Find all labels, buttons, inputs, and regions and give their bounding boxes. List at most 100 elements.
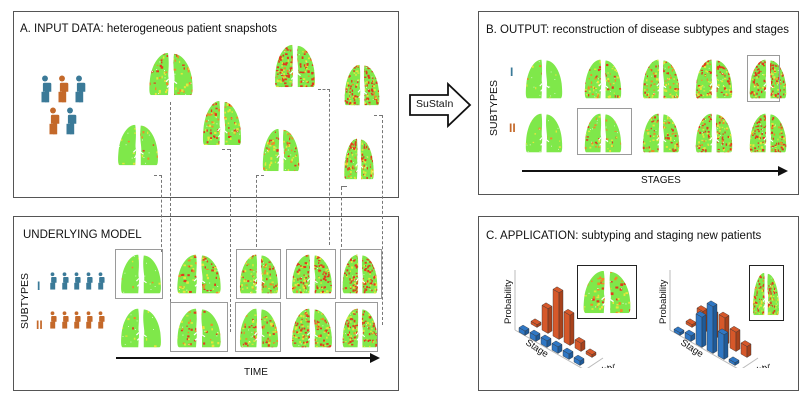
bar-subtype-II <box>740 340 752 358</box>
connector-line <box>374 115 382 116</box>
connector-line <box>256 175 264 176</box>
stage-frame <box>170 302 228 352</box>
model-subtype-I-stage-lung <box>342 254 378 294</box>
probability-axis-label: Probability <box>503 279 514 324</box>
model-subtype-I-stage-lung <box>292 254 332 294</box>
bar-subtype-II <box>530 318 542 328</box>
person-icon <box>49 272 57 290</box>
output-subtype-II-stage-lung <box>695 113 733 153</box>
probability-axis-label: Probability <box>658 279 669 324</box>
connector-line <box>230 149 231 332</box>
person-icon <box>97 272 105 290</box>
connector-line <box>341 186 347 187</box>
model-subtype-II-stage-lung <box>292 308 332 348</box>
panel-input-data <box>13 11 399 198</box>
person-icon <box>85 311 93 329</box>
patient-group <box>38 75 98 145</box>
new-patient-1-lung <box>583 270 631 314</box>
model-subtype-II-stage-lung <box>239 308 279 348</box>
connector-line <box>154 175 162 176</box>
bar-subtype-II <box>563 309 575 346</box>
stages-arrow <box>522 166 788 176</box>
model-subtype-II-stage-lung <box>177 308 221 348</box>
connector-line <box>222 149 230 150</box>
person-icon <box>48 107 60 135</box>
sustain-label: SuStaIn <box>416 98 454 110</box>
new-patient-2-lung <box>753 272 779 316</box>
output-subtype-II-stage-lung <box>642 113 680 153</box>
model-subtype-I-stage-lung <box>239 254 279 294</box>
new-patient-2-frame <box>749 265 784 321</box>
bar-subtype-II <box>685 318 697 328</box>
output-subtype-I-stage-lung <box>642 59 680 99</box>
bar-subtype-I <box>717 328 729 360</box>
model-subtype-I-stage-lung <box>121 254 161 294</box>
patient-snapshot-lung <box>344 138 374 180</box>
subtype-axis <box>587 357 604 368</box>
person-icon <box>73 272 81 290</box>
patient-snapshot-lung <box>149 52 193 96</box>
bar-subtype-I <box>529 329 541 342</box>
person-icon <box>85 272 93 290</box>
connector-line <box>161 175 162 252</box>
output-subtype-I-stage-lung <box>695 59 733 99</box>
bar-subtype-I <box>573 354 585 366</box>
model-subtype-I-label: I <box>37 279 41 293</box>
stage-frame <box>335 302 378 352</box>
model-subtype-II-stage-lung <box>121 308 161 348</box>
bar-subtype-I <box>518 324 530 336</box>
bar-subtype-I <box>673 326 685 336</box>
highlight-frame <box>577 108 632 155</box>
patient-snapshot-lung <box>262 128 300 172</box>
person-icon <box>61 311 69 329</box>
probability-chart-2: ProbabilityStageSubtype <box>658 270 770 368</box>
output-subtype-I-label: I <box>510 65 514 79</box>
person-icon <box>65 107 77 135</box>
model-subtype-II-label: II <box>36 318 43 332</box>
person-icon <box>61 272 69 290</box>
bar-subtype-I <box>706 300 718 354</box>
output-subtype-II-stage-lung <box>525 113 563 153</box>
stage-frame <box>236 249 281 299</box>
stage-frame <box>340 249 382 299</box>
output-subtype-II-stage-lung <box>749 113 787 153</box>
patient-snapshot-lung <box>202 101 242 145</box>
panel-output <box>478 11 799 195</box>
model-subtype-I-stage-lung <box>177 254 221 294</box>
panel-underlying-model <box>13 216 399 391</box>
bar-subtype-I <box>540 334 552 348</box>
connector-line <box>382 115 383 325</box>
stage-axis <box>514 329 583 368</box>
stage-frame <box>115 249 163 299</box>
person-icon <box>57 75 69 103</box>
subtype-axis-label: Subtype <box>745 358 770 368</box>
person-icon <box>40 75 52 103</box>
patient-snapshot-lung <box>275 44 315 88</box>
connector-line <box>329 89 330 245</box>
bar-subtype-II <box>574 337 586 352</box>
stage-frame <box>235 302 281 352</box>
connector-line <box>341 187 342 247</box>
panel-application <box>478 216 799 391</box>
panel-application-title: C. APPLICATION: subtyping and staging ne… <box>486 230 762 242</box>
output-subtype-II-label: II <box>509 121 516 135</box>
bar-subtype-II <box>552 286 564 340</box>
patient-snapshot-lung <box>118 124 158 166</box>
person-icon <box>97 311 105 329</box>
person-icon <box>49 311 57 329</box>
connector-line <box>170 102 171 317</box>
output-subtype-I-stage-lung <box>584 59 622 99</box>
bar-subtype-I <box>562 347 574 360</box>
new-patient-1-frame <box>577 265 637 319</box>
model-title: UNDERLYING MODEL <box>23 229 142 241</box>
stages-label: STAGES <box>641 175 681 186</box>
panel-input-title: A. INPUT DATA: heterogeneous patient sna… <box>20 23 277 35</box>
output-subtype-II-stage-lung <box>584 113 622 153</box>
model-subtypes-label: SUBTYPES <box>19 272 31 329</box>
stage-frame <box>286 249 336 299</box>
connector-line <box>256 175 257 247</box>
panel-output-title: B. OUTPUT: reconstruction of disease sub… <box>486 24 789 36</box>
model-subtype-II-stage-lung <box>342 308 378 348</box>
bar-subtype-I <box>684 329 696 342</box>
patient-snapshot-lung <box>344 64 380 106</box>
